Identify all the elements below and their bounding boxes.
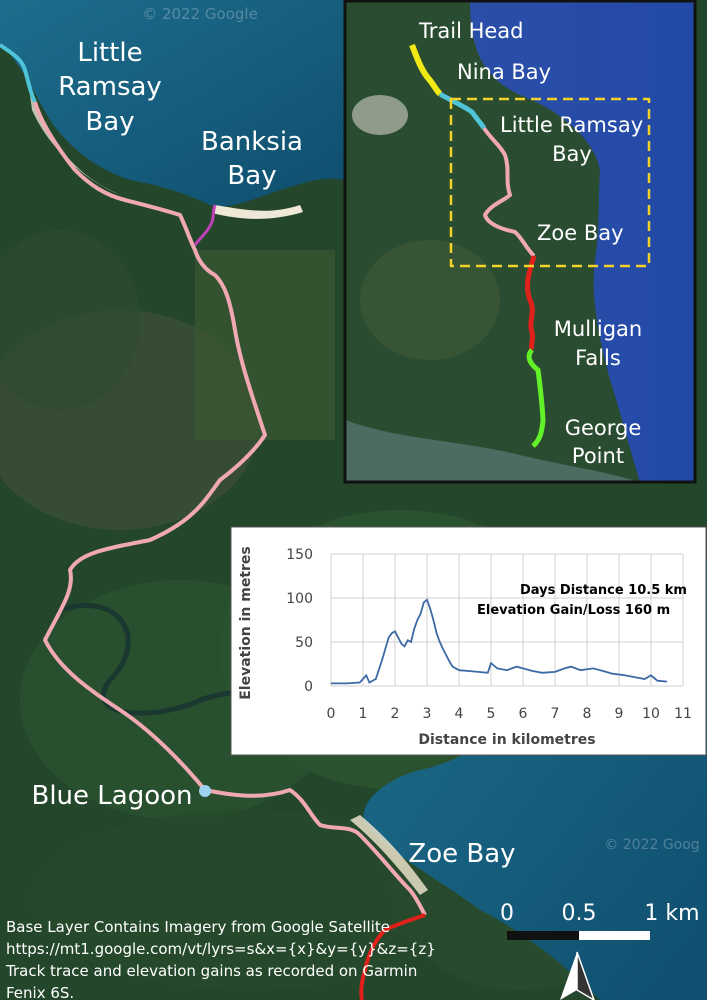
track-main-segment xyxy=(33,101,427,917)
chart-x-tick-label: 5 xyxy=(487,706,496,722)
scale-bar-light-segment xyxy=(579,931,650,940)
inset-label-little-ramsay-bay-1: Little Ramsay xyxy=(500,113,643,137)
credit-line-1: Base Layer Contains Imagery from Google … xyxy=(6,918,390,936)
chart-x-tick-label: 1 xyxy=(359,706,368,722)
chart-x-tick-label: 6 xyxy=(519,706,528,722)
label-blue-lagoon: Blue Lagoon xyxy=(31,781,192,811)
scale-bar: 0 0.5 1 km xyxy=(500,901,700,940)
inset-track-green xyxy=(526,348,546,448)
chart-x-tick-label: 0 xyxy=(327,706,336,722)
chart-y-axis-label: Elevation in metres xyxy=(238,546,254,700)
credit-line-3: Track trace and elevation gains as recor… xyxy=(5,962,417,980)
track-zoe-to-mulligan-segment xyxy=(359,913,426,1000)
inset-map: Trail Head Nina Bay Little Ramsay Bay Zo… xyxy=(343,0,697,484)
inset-track-red xyxy=(525,255,537,352)
inset-track-trail-head xyxy=(409,43,443,97)
north-arrow-icon xyxy=(560,951,595,1000)
scale-tick-0: 0 xyxy=(500,901,514,926)
chart-y-tick-label: 150 xyxy=(286,547,313,563)
chart-y-tick-label: 50 xyxy=(295,635,313,651)
label-zoe-bay: Zoe Bay xyxy=(408,839,515,869)
chart-x-tick-label: 11 xyxy=(674,706,692,722)
chart-y-tick-label: 100 xyxy=(286,591,313,607)
google-watermark-right: © 2022 Goog xyxy=(604,837,699,853)
inset-label-trail-head: Trail Head xyxy=(418,19,524,43)
label-little-ramsay-bay-2: Ramsay xyxy=(58,72,162,102)
chart-x-tick-label: 8 xyxy=(583,706,592,722)
inset-ridge xyxy=(360,240,500,360)
inset-extent-box xyxy=(449,97,651,268)
chart-grid xyxy=(330,553,684,687)
beach-zoe-bay xyxy=(350,815,428,895)
inset-label-mulligan-falls-2: Falls xyxy=(575,346,621,370)
google-watermark-top: © 2022 Google xyxy=(142,5,258,23)
inset-label-mulligan-falls-1: Mulligan xyxy=(554,317,642,341)
inset-label-george-point-2: Point xyxy=(572,444,624,468)
blue-lagoon-marker[interactable] xyxy=(199,785,211,797)
chart-y-tick-label: 0 xyxy=(304,679,313,695)
track-nina-bay-segment xyxy=(0,43,37,103)
scale-bar-dark-segment xyxy=(507,931,579,940)
credit-line-2: https://mt1.google.com/vt/lyrs=s&x={x}&y… xyxy=(6,940,436,958)
chart-x-tick-label: 9 xyxy=(615,706,624,722)
inset-estuary xyxy=(345,420,640,482)
inset-track-nina-bay xyxy=(438,91,487,130)
chart-x-tick-label: 7 xyxy=(551,706,560,722)
chart-ticks: 0 1 2 3 4 5 6 7 8 9 10 11 0 50 100 150 xyxy=(286,547,692,722)
label-banksia-bay-1: Banksia xyxy=(201,127,303,157)
inset-rock-outcrop xyxy=(352,95,408,135)
inset-label-zoe-bay: Zoe Bay xyxy=(537,221,624,245)
elevation-chart: 0 1 2 3 4 5 6 7 8 9 10 11 0 50 100 150 Days Distance 10… xyxy=(230,526,707,756)
scale-tick-0-5: 0.5 xyxy=(562,901,597,926)
inset-frame xyxy=(343,0,697,484)
beach-banksia xyxy=(212,205,303,219)
inset-label-george-point-1: George xyxy=(565,416,642,440)
elevation-series-line xyxy=(331,598,668,685)
label-banksia-bay-2: Bay xyxy=(227,161,276,191)
track-banksia-spur xyxy=(193,204,217,246)
chart-x-tick-label: 10 xyxy=(642,706,660,722)
inset-sea xyxy=(470,0,695,482)
inset-label-little-ramsay-bay-2: Bay xyxy=(552,142,592,166)
chart-panel xyxy=(230,526,707,756)
map-labels: Little Ramsay Bay Banksia Bay Blue Lagoo… xyxy=(31,38,515,869)
label-little-ramsay-bay-1: Little xyxy=(77,38,142,68)
chart-annotation-distance: Days Distance 10.5 km xyxy=(520,583,687,598)
chart-x-tick-label: 3 xyxy=(423,706,432,722)
credits: Base Layer Contains Imagery from Google … xyxy=(5,918,436,1000)
scale-tick-1km: 1 km xyxy=(644,901,699,926)
sea-little-ramsay-bay xyxy=(0,0,345,207)
chart-annotation-elevation: Elevation Gain/Loss 160 m xyxy=(477,603,670,618)
inset-label-nina-bay: Nina Bay xyxy=(457,60,551,84)
label-little-ramsay-bay-3: Bay xyxy=(85,107,134,137)
inset-track-main xyxy=(482,126,536,258)
chart-x-axis-label: Distance in kilometres xyxy=(418,732,595,748)
credit-line-4: Fenix 6S. xyxy=(6,984,74,1000)
chart-x-tick-label: 4 xyxy=(455,706,464,722)
chart-x-tick-label: 2 xyxy=(391,706,400,722)
walking-track xyxy=(0,43,427,1000)
